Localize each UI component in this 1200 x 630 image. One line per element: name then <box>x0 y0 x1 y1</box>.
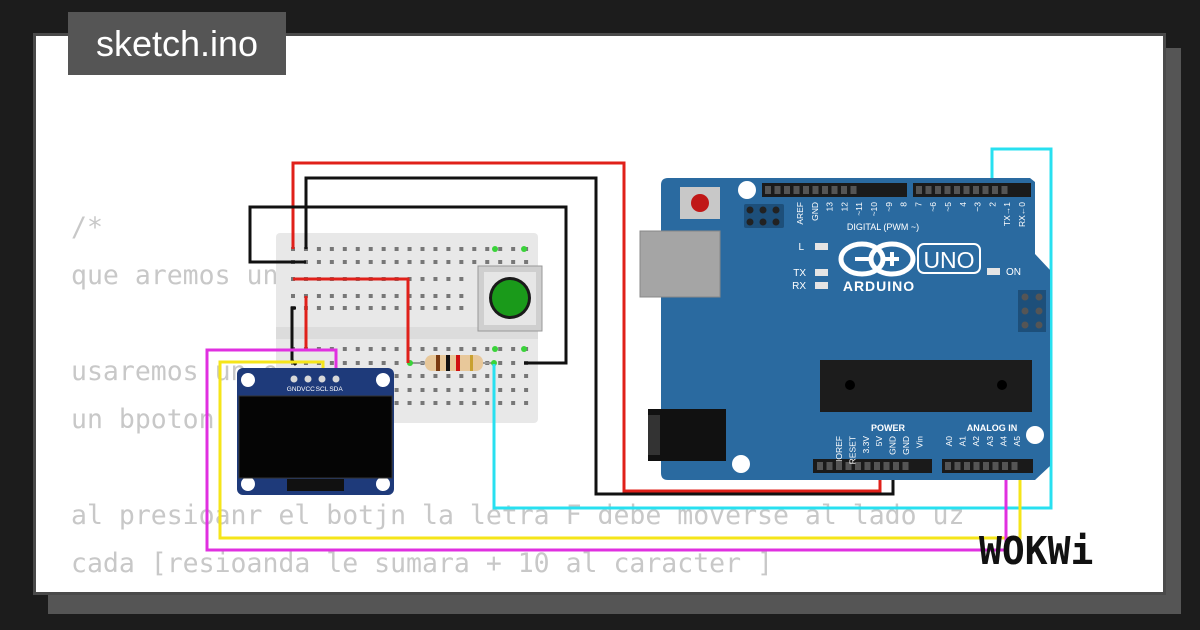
oled-pin-sda: SDA <box>329 386 343 393</box>
wokwi-logo: WOKWi <box>979 529 1093 573</box>
analog-pin-label-4: A4 <box>998 436 1008 447</box>
digital-pin-label-9: ~6 <box>928 202 938 212</box>
wires <box>205 147 1053 552</box>
power-pin-label-1: RESET <box>847 436 857 464</box>
digital-pin-label-6: ~9 <box>884 202 894 212</box>
project-title: sketch.ino <box>68 12 286 75</box>
analog-pin-label-2: A2 <box>971 436 981 447</box>
led-rx-label: RX <box>792 281 806 292</box>
power-pin-label-6: Vin <box>914 436 924 448</box>
analog-pin-label-0: A0 <box>944 436 954 447</box>
arduino-brand: ARDUINO <box>843 278 915 294</box>
power-pin-label-4: GND <box>888 436 898 455</box>
oled-pin-gnd: GND <box>287 386 302 393</box>
power-pin-label-3: 5V <box>874 436 884 447</box>
digital-pin-label-8: 7 <box>913 202 923 207</box>
digital-pin-label-14: TX→1 <box>1002 202 1012 226</box>
digital-pin-label-7: 8 <box>899 202 909 207</box>
analog-pin-label-1: A1 <box>958 436 968 447</box>
pushbutton[interactable] <box>477 246 543 352</box>
digital-pin-label-4: ~11 <box>854 202 864 216</box>
arduino-model: UNO <box>923 247 974 273</box>
digital-pin-label-12: ~3 <box>973 202 983 212</box>
analog-pin-label-3: A3 <box>985 436 995 447</box>
analog-pin-label-5: A5 <box>1012 436 1022 447</box>
oled-pin-scl: SCL <box>316 386 329 393</box>
led-l-label: L <box>798 242 804 253</box>
power-pin-label-2: 3.3V <box>861 436 871 454</box>
oled-display: GND VCC SCL SDA <box>237 368 394 495</box>
oled-pin-vcc: VCC <box>301 386 315 393</box>
wokwi-logo-text: WOKWi <box>979 529 1093 573</box>
digital-pin-label-3: 12 <box>839 202 849 212</box>
digital-pin-label-10: ~5 <box>943 202 953 212</box>
power-on-label: ON <box>1006 267 1021 278</box>
digital-pin-label-2: 13 <box>825 202 835 212</box>
digital-pin-label-15: RX←0 <box>1017 202 1027 227</box>
resistor <box>407 355 497 371</box>
power-pin-label-0: IOREF <box>834 436 844 462</box>
digital-pin-label-11: 4 <box>958 202 968 207</box>
digital-pin-label-0: AREF <box>795 202 805 225</box>
digital-pin-label-13: 2 <box>987 202 997 207</box>
analog-header-label: ANALOG IN <box>967 423 1018 433</box>
power-header-label: POWER <box>871 423 906 433</box>
digital-header-label: DIGITAL (PWM ~) <box>847 222 919 232</box>
digital-pin-label-1: GND <box>810 202 820 221</box>
power-pin-label-5: GND <box>901 436 911 455</box>
digital-pin-label-5: ~10 <box>869 202 879 217</box>
arduino-logo <box>838 241 916 277</box>
code-text: /* que aremos un circuito usaremos un ol… <box>71 212 965 579</box>
led-tx-label: TX <box>793 268 806 279</box>
